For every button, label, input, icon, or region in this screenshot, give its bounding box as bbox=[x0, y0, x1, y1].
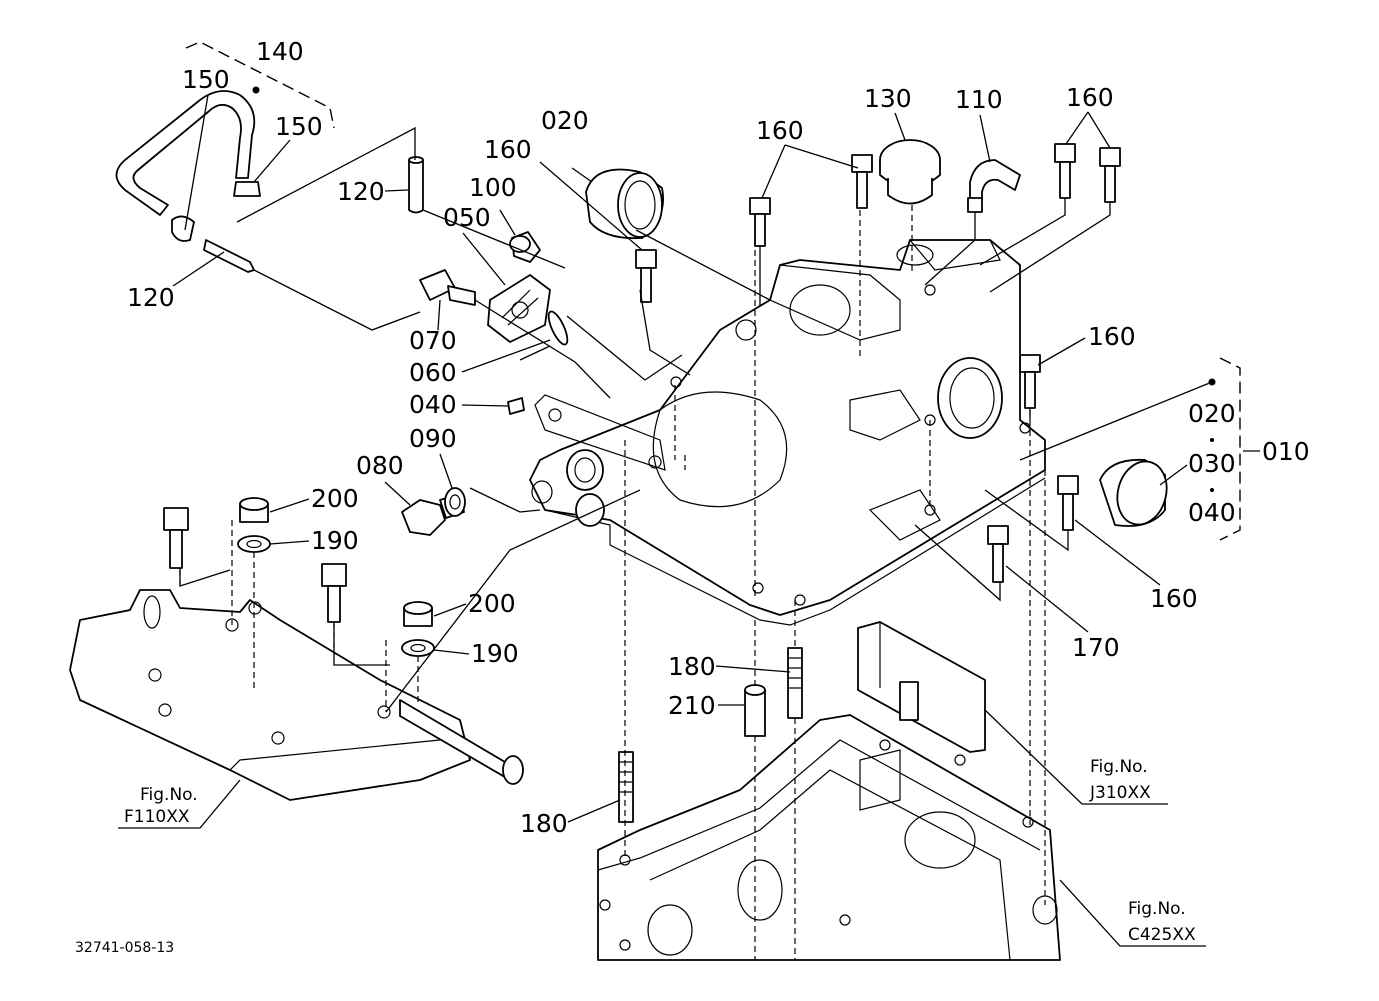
hose-assembly-140 bbox=[115, 41, 335, 273]
callout-090: 090 bbox=[409, 424, 457, 453]
bolt-160 bbox=[1019, 354, 1041, 409]
bushing-020 bbox=[585, 168, 664, 240]
bolt-170 bbox=[987, 525, 1009, 583]
callout-160: 160 bbox=[1150, 584, 1198, 613]
callouts: 140 150 150 120 120 020 160 100 050 070 … bbox=[75, 37, 1310, 956]
callout-040: 040 bbox=[409, 390, 457, 419]
nut-200-2 bbox=[403, 601, 433, 627]
lift-plate-f110xx bbox=[69, 589, 524, 801]
callout-020: 020 bbox=[1188, 399, 1236, 428]
bolt-160 bbox=[1057, 475, 1079, 531]
callout-080: 080 bbox=[356, 451, 404, 480]
fig-ref-code: J310XX bbox=[1089, 783, 1151, 803]
bolt-160-group bbox=[635, 143, 1121, 531]
breather-pipe-110 bbox=[967, 159, 1021, 213]
callout-190: 190 bbox=[471, 639, 519, 668]
callout-070: 070 bbox=[409, 326, 457, 355]
figure-reference-j310xx: Fig.No. J310XX bbox=[984, 709, 1168, 805]
bolt-160 bbox=[1099, 147, 1121, 203]
callout-210: 210 bbox=[668, 691, 716, 720]
bushing-020-right bbox=[1099, 458, 1168, 527]
callout-130: 130 bbox=[864, 84, 912, 113]
document-id: 32741-058-13 bbox=[75, 940, 174, 956]
stud-180-right bbox=[787, 647, 803, 719]
bolt-160 bbox=[1054, 143, 1076, 199]
transmission-case-c425xx bbox=[597, 714, 1061, 961]
washer-090 bbox=[444, 487, 466, 517]
dot-separator bbox=[1210, 438, 1214, 442]
filler-cap-130 bbox=[879, 139, 941, 205]
bolt-160 bbox=[749, 197, 771, 247]
set-screw-040 bbox=[507, 397, 525, 415]
callout-020: 020 bbox=[541, 106, 589, 135]
callout-200: 200 bbox=[311, 484, 359, 513]
callout-170: 170 bbox=[1072, 633, 1120, 662]
callout-120: 120 bbox=[337, 177, 385, 206]
callout-100: 100 bbox=[469, 173, 517, 202]
callout-160: 160 bbox=[756, 116, 804, 145]
callout-120: 120 bbox=[127, 283, 175, 312]
callout-030: 030 bbox=[1188, 449, 1236, 478]
fitting-070 bbox=[419, 269, 476, 306]
dowel-pin-210 bbox=[744, 684, 766, 737]
stud-bolt-left bbox=[163, 507, 189, 569]
stud-180-left bbox=[618, 751, 634, 823]
bracket-010 bbox=[1219, 357, 1241, 541]
callout-180: 180 bbox=[668, 652, 716, 681]
callout-040: 040 bbox=[1188, 498, 1236, 527]
gasket-050 bbox=[487, 274, 551, 343]
figure-reference-c425xx: Fig.No. C425XX bbox=[1059, 879, 1206, 947]
washer-190 bbox=[237, 535, 271, 553]
callout-140: 140 bbox=[256, 37, 304, 66]
fig-ref-label: Fig.No. bbox=[1090, 757, 1148, 777]
callout-110: 110 bbox=[955, 85, 1003, 114]
fig-ref-code: C425XX bbox=[1128, 925, 1196, 945]
callout-160: 160 bbox=[484, 135, 532, 164]
leader-lines bbox=[179, 126, 1216, 713]
callout-150: 150 bbox=[182, 65, 230, 94]
callout-060: 060 bbox=[409, 358, 457, 387]
bolt-160 bbox=[851, 154, 873, 209]
callout-160: 160 bbox=[1088, 322, 1136, 351]
callout-160: 160 bbox=[1066, 83, 1114, 112]
callout-150: 150 bbox=[275, 112, 323, 141]
washer-190-2 bbox=[401, 639, 435, 657]
fig-ref-code: F110XX bbox=[124, 807, 190, 827]
callout-050: 050 bbox=[443, 203, 491, 232]
callout-180: 180 bbox=[520, 809, 568, 838]
dot-separator bbox=[1210, 488, 1214, 492]
callout-190: 190 bbox=[311, 526, 359, 555]
fig-ref-label: Fig.No. bbox=[140, 785, 198, 805]
pipe-120 bbox=[408, 156, 424, 214]
figure-reference-f110xx: Fig.No. F110XX bbox=[118, 779, 241, 829]
o-ring-060 bbox=[547, 310, 569, 346]
hydraulic-housing bbox=[529, 239, 1046, 626]
nut-200 bbox=[239, 497, 269, 523]
callout-010: 010 bbox=[1262, 437, 1310, 466]
gasket-j310xx bbox=[857, 621, 986, 753]
callout-200: 200 bbox=[468, 589, 516, 618]
stud-bolt-left-2 bbox=[321, 563, 347, 623]
bolt-160 bbox=[635, 249, 657, 303]
fig-ref-label: Fig.No. bbox=[1128, 899, 1186, 919]
